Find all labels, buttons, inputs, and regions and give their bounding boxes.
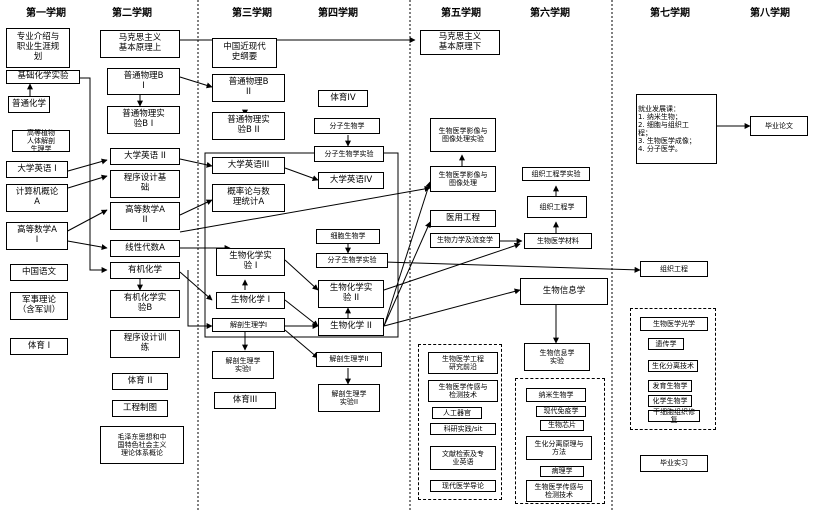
course-box: 普通物理B II — [212, 74, 285, 102]
elective-box: 发育生物学 — [648, 380, 692, 392]
course-box: 有机化学 — [110, 262, 180, 279]
course-box: 普通物理实 验B I — [107, 106, 180, 134]
course-box: 毕业论文 — [750, 116, 808, 136]
course-box: 分子生物学 — [314, 118, 380, 134]
semester-6-header: 第六学期 — [530, 8, 570, 19]
semester-5-header: 第五学期 — [441, 8, 481, 19]
course-box: 线性代数A — [110, 240, 180, 257]
semester-3-header: 第三学期 — [232, 8, 272, 19]
course-box: 体育III — [214, 392, 276, 409]
course-box: 生物医学影像与 图像处理实验 — [430, 118, 496, 152]
course-box: 马克思主义 基本原理下 — [420, 30, 500, 55]
elective-box: 病理学 — [540, 466, 584, 477]
elective-box: 生物医学传感与 检测技术 — [526, 480, 592, 502]
course-box: 医用工程 — [430, 210, 496, 227]
elective-box: 现代医学导论 — [430, 480, 496, 492]
course-box: 军事理论 （含军训） — [10, 292, 68, 320]
course-box: 解剖生理学 实验I — [212, 351, 274, 379]
course-box: 组织工程 — [640, 261, 708, 277]
course-box: 解剖生理学I — [212, 318, 285, 332]
course-box: 毛泽东思想和中 国特色社会主义 理论体系概论 — [100, 426, 184, 464]
elective-box: 生物医学传感与 检测技术 — [428, 380, 498, 402]
elective-box: 生物医学工程 研究前沿 — [428, 352, 498, 374]
course-box: 工程制图 — [112, 400, 168, 417]
course-box: 大学英语 I — [6, 161, 68, 178]
course-box: 生物化学实 验 I — [216, 248, 285, 276]
course-box: 分子生物学实验 — [314, 146, 384, 162]
course-box: 程序设计基 础 — [110, 170, 180, 198]
elective-group-sem6 — [515, 378, 605, 504]
course-box: 体育 II — [112, 373, 168, 390]
semester-1-header: 第一学期 — [26, 8, 66, 19]
semester-7-header: 第七学期 — [650, 8, 690, 19]
course-box: 生物化学 II — [318, 318, 384, 336]
course-box: 体育IV — [318, 90, 368, 107]
course-box: 计算机概论 A — [6, 184, 68, 212]
course-box: 普通物理B I — [107, 68, 180, 95]
course-box: 普通化学 — [8, 96, 50, 113]
elective-box: 生物医学光学 — [640, 317, 708, 331]
course-box: 高等数学A II — [110, 202, 180, 230]
course-box: 生物信息学 — [520, 278, 608, 305]
elective-box: 人工器官 — [432, 407, 482, 419]
elective-box: 纳米生物学 — [526, 388, 586, 402]
elective-box: 文献检索及专 业英语 — [430, 446, 496, 470]
course-box: 组织工程学 — [527, 196, 587, 218]
elective-box: 现代免疫学 — [536, 406, 586, 417]
course-box: 细胞生物学 — [316, 229, 380, 244]
course-box: 专业介绍与 职业生涯规 划 — [6, 28, 70, 68]
course-box: 普通物理实 验B II — [212, 112, 285, 140]
course-box: 组织工程学实验 — [522, 167, 590, 181]
course-box: 概率论与数 理统计A — [212, 184, 285, 212]
course-box: 生物化学实 验 II — [318, 280, 384, 308]
course-box: 高等数学A I — [6, 222, 68, 250]
elective-box: 生物芯片 — [540, 420, 584, 431]
semester-4-header: 第四学期 — [318, 8, 358, 19]
course-box: 有机化学实 验B — [110, 290, 180, 318]
course-box: 生物信息学 实验 — [524, 343, 590, 371]
course-box: 程序设计训 练 — [110, 330, 180, 358]
course-box: 生物力学及流变学 — [430, 233, 500, 248]
semester-2-header: 第二学期 — [112, 8, 152, 19]
course-box: 中国近现代 史纲要 — [212, 38, 277, 68]
course-box: 体育 I — [10, 338, 68, 355]
course-box: 生物医学材料 — [524, 233, 592, 249]
course-box: 中国语文 — [10, 264, 68, 281]
elective-box: 化学生物学 — [648, 395, 692, 407]
course-box: 大学英语 II — [110, 148, 180, 165]
course-box: 解剖生理学 实验II — [318, 384, 380, 412]
course-box: 生物医学影像与 图像处理 — [430, 166, 496, 192]
course-box: 毕业实习 — [640, 455, 708, 472]
elective-group-sem7 — [630, 308, 716, 430]
course-box: 高等植物 人体解剖 生理学 — [12, 129, 70, 153]
elective-box: 遗传学 — [648, 338, 684, 350]
elective-box: 干细胞组织修复 — [648, 408, 700, 424]
course-box: 大学英语III — [212, 157, 285, 174]
course-box: 马克思主义 基本原理上 — [100, 30, 180, 58]
elective-box: 科研实践/sit — [430, 423, 496, 435]
course-box: 分子生物学实验 — [316, 253, 388, 268]
elective-box: 生化分离原理与 方法 — [526, 436, 592, 460]
elective-box: 生化分离技术 — [648, 360, 698, 372]
course-box: 大学英语IV — [318, 172, 384, 189]
elective-group-sem5 — [418, 344, 502, 500]
semester-8-header: 第八学期 — [750, 8, 790, 19]
note-box: 就业发展课： 1. 纳米生物； 2. 细胞与组织工 程； 3. 生物医学成像； … — [636, 94, 717, 164]
course-box: 生物化学 I — [216, 292, 285, 309]
course-box: 解剖生理学II — [316, 352, 382, 367]
course-box: 基础化学实验 — [6, 70, 80, 84]
